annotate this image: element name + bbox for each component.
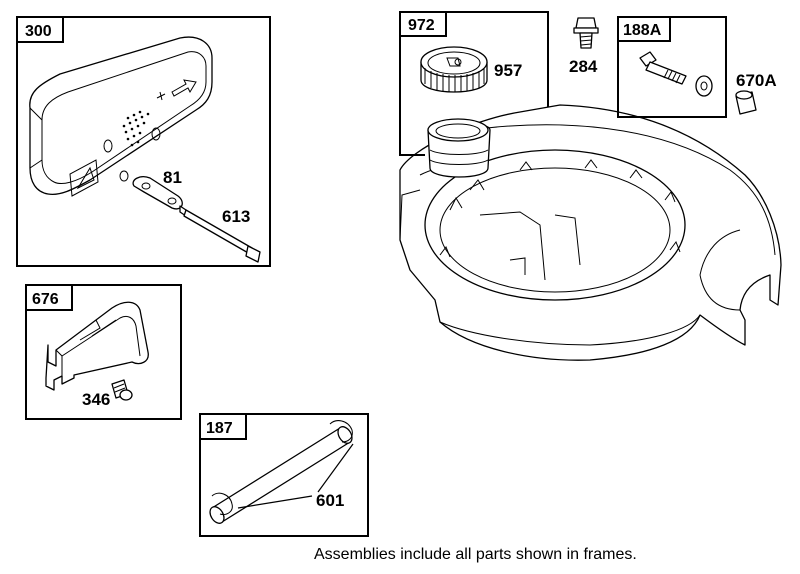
spacer-670a: 670A [735,71,777,115]
frame-188a: 188A [617,16,727,118]
frame-label-300: 300 [25,23,52,40]
fuel-tank [399,104,782,361]
fuel-line [209,420,353,524]
fuel-cap [420,46,488,93]
footer-note: Assemblies include all parts shown in fr… [314,546,637,563]
frame-label-188a: 188A [623,22,662,39]
callout-346: 346 [82,390,110,409]
frame-300: 300 [16,16,271,267]
frame-972: 972 957 [399,11,549,156]
callout-81: 81 [163,168,182,187]
frame-label-972: 972 [408,17,435,34]
callout-613: 613 [222,207,250,226]
muffler [29,36,213,197]
frame-676: 676 346 [25,284,182,420]
callout-670a: 670A [736,71,777,90]
gasket-81 [132,176,183,210]
bolt-613 [179,205,261,263]
screw-284: 284 [569,17,599,76]
bolt [639,51,687,85]
washer [695,75,713,97]
callout-284: 284 [569,57,598,76]
heat-shield [45,301,149,391]
frame-label-187: 187 [206,420,233,437]
callout-601: 601 [316,491,344,510]
callout-957: 957 [494,61,522,80]
frame-187: 187 601 [199,413,369,537]
frame-label-676: 676 [32,291,59,308]
screw-346 [111,379,133,401]
